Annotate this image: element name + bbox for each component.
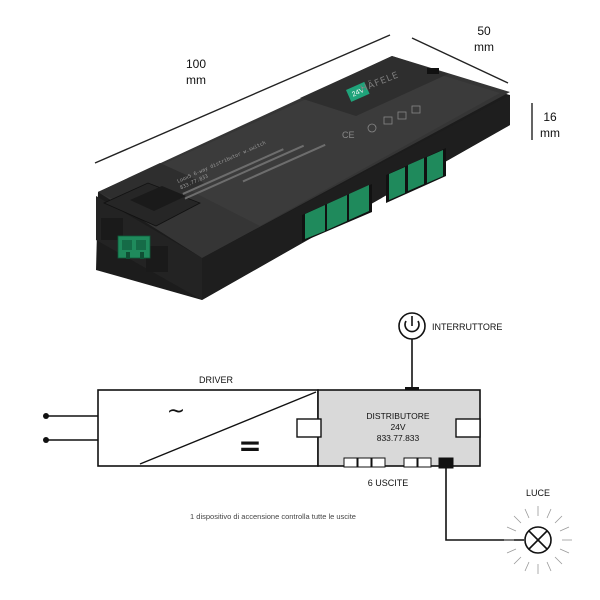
output-connectors-right: [386, 148, 446, 203]
driver-label: DRIVER: [199, 375, 234, 385]
switch-clip: [101, 182, 201, 272]
dimension-height: 16 mm: [531, 103, 560, 140]
light-bulb-icon: [504, 506, 572, 574]
driver-box: ~ =: [97, 389, 319, 467]
dimension-length: 100 mm: [94, 34, 391, 164]
green-input-connector: [117, 235, 151, 259]
width-value: 50: [477, 24, 491, 38]
width-unit: mm: [474, 40, 494, 54]
distributor-name: DISTRIBUTORE: [366, 411, 429, 421]
distributor-box: DISTRIBUTORE 24V 833.77.833: [296, 389, 481, 469]
control-note: 1 dispositivo di accensione controlla tu…: [190, 512, 356, 521]
output-connectors-left: [302, 184, 372, 242]
svg-text:CE: CE: [342, 130, 355, 140]
length-unit: mm: [186, 73, 206, 87]
ac-symbol: ~: [167, 399, 185, 424]
output-ports: [343, 457, 454, 469]
power-icon: [398, 312, 426, 340]
outputs-label: 6 USCITE: [368, 478, 409, 488]
distributor-code: 833.77.833: [377, 433, 420, 443]
voltage-badge: 24V: [346, 81, 370, 102]
switch-label: INTERRUTTORE: [432, 322, 502, 332]
height-value: 16: [543, 110, 557, 124]
light-label: LUCE: [526, 488, 550, 498]
ac-input-terminals: [43, 413, 98, 443]
distributor-voltage: 24V: [390, 422, 405, 432]
length-value: 100: [186, 57, 206, 71]
svg-text:24V: 24V: [351, 87, 366, 99]
wiring-diagram: INTERRUTTORE ~ = DRIVER DISTRIBUTORE 24V…: [43, 312, 572, 574]
certification-marks: CE: [342, 105, 421, 140]
height-unit: mm: [540, 126, 560, 140]
distributor-product-photo: Loox5 6-way distributor w.switch 833.77.…: [96, 56, 510, 300]
dimension-width: 50 mm: [411, 24, 509, 84]
dc-symbol: =: [238, 429, 261, 462]
